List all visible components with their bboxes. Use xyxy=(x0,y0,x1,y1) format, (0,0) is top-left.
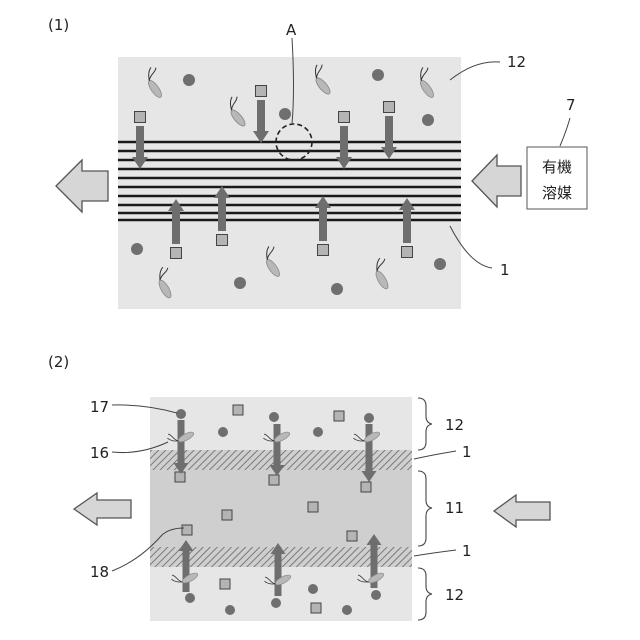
solvent-box-line-2: 溶媒 xyxy=(542,184,572,202)
callout-7: 7 xyxy=(566,96,576,114)
callout-18: 18 xyxy=(90,563,109,581)
brace-11 xyxy=(418,471,432,546)
square-particle-icon xyxy=(135,112,146,123)
square-particle-icon xyxy=(318,245,329,256)
callout-1-bottom: 1 xyxy=(462,542,472,560)
callout-11: 11 xyxy=(445,499,464,517)
callout-17: 17 xyxy=(90,398,109,416)
callout-16: 16 xyxy=(90,444,109,462)
solvent-inflow-arrow-2 xyxy=(494,495,550,527)
callout-line-1-bottom xyxy=(414,550,456,556)
panel-2-label: (2) xyxy=(48,353,69,371)
square-particle-icon xyxy=(233,405,243,415)
round-particle-icon xyxy=(372,69,384,81)
round-particle-icon xyxy=(271,598,281,608)
square-particle-icon xyxy=(308,502,318,512)
brace-12-bottom xyxy=(418,568,432,620)
round-particle-icon xyxy=(313,427,323,437)
square-particle-icon xyxy=(220,579,230,589)
square-particle-icon xyxy=(311,603,321,613)
square-particle-icon xyxy=(361,482,371,492)
round-particle-icon xyxy=(422,114,434,126)
solvent-outflow-arrow-2 xyxy=(74,493,131,525)
round-particle-icon xyxy=(269,412,279,422)
panel-2-region-top xyxy=(150,397,412,450)
square-particle-icon xyxy=(384,102,395,113)
square-particle-icon xyxy=(171,248,182,259)
square-particle-icon xyxy=(269,475,279,485)
square-particle-icon xyxy=(334,411,344,421)
solvent-outflow-arrow xyxy=(56,160,108,212)
round-particle-icon xyxy=(183,74,195,86)
panel-1-label: (1) xyxy=(48,16,69,34)
square-particle-icon xyxy=(339,112,350,123)
callout-line-1-top xyxy=(414,451,456,459)
callout-12-top: 12 xyxy=(445,416,464,434)
round-particle-icon xyxy=(342,605,352,615)
square-particle-icon xyxy=(402,247,413,258)
round-particle-icon xyxy=(225,605,235,615)
round-particle-icon xyxy=(308,584,318,594)
round-particle-icon xyxy=(218,427,228,437)
callout-12: 12 xyxy=(507,53,526,71)
round-particle-icon xyxy=(364,413,374,423)
solvent-box-line-1: 有機 xyxy=(542,158,572,176)
round-particle-icon xyxy=(434,258,446,270)
square-particle-icon xyxy=(256,86,267,97)
callout-1: 1 xyxy=(500,261,510,279)
round-particle-icon xyxy=(279,108,291,120)
round-particle-icon xyxy=(131,243,143,255)
callout-1-top: 1 xyxy=(462,443,472,461)
round-particle-icon xyxy=(185,593,195,603)
square-particle-icon xyxy=(175,472,185,482)
panel-1: (1) A 12 1 7 有機 溶媒 xyxy=(48,16,587,309)
solvent-inflow-arrow xyxy=(472,155,521,207)
panel-1-region xyxy=(118,57,461,309)
round-particle-icon xyxy=(371,590,381,600)
square-particle-icon xyxy=(222,510,232,520)
brace-12-top xyxy=(418,398,432,450)
square-particle-icon xyxy=(347,531,357,541)
round-particle-icon xyxy=(176,409,186,419)
callout-12-bottom: 12 xyxy=(445,586,464,604)
panel-2: (2) 17 16 18 12 1 11 1 12 xyxy=(48,353,550,621)
square-particle-icon xyxy=(217,235,228,246)
callout-a: A xyxy=(286,21,297,39)
square-particle-icon xyxy=(182,525,192,535)
callout-line-7 xyxy=(560,118,570,146)
round-particle-icon xyxy=(234,277,246,289)
round-particle-icon xyxy=(331,283,343,295)
